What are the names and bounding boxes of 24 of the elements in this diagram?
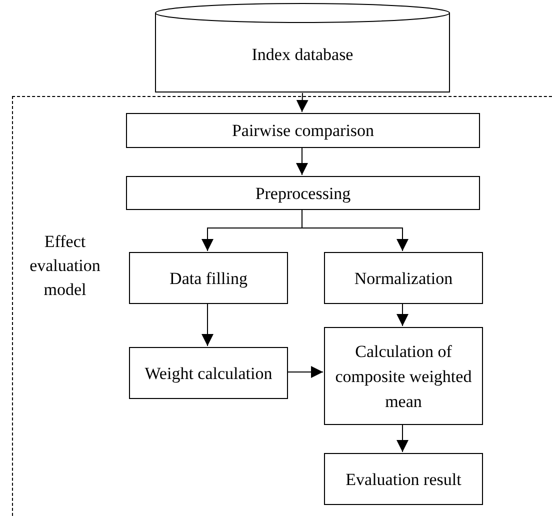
process-box <box>126 113 480 148</box>
region-label: Effect evaluation model <box>28 231 102 301</box>
box-label: Preprocessing <box>255 182 351 205</box>
process-box <box>324 252 483 304</box>
process-box <box>129 252 288 304</box>
arrow <box>286 366 324 378</box>
box-label: Weight calculation <box>144 362 272 385</box>
arrow <box>296 92 308 112</box>
box-label: Normalization <box>354 268 453 290</box>
process-box <box>129 347 288 399</box>
process-box <box>324 327 483 425</box>
arrow <box>396 424 408 452</box>
arrow <box>396 302 408 326</box>
process-box <box>324 453 483 505</box>
arrow <box>202 302 214 346</box>
box-label: Data filling <box>170 268 248 290</box>
box-label: Evaluation result <box>346 468 462 490</box>
box-label: Index database <box>252 44 354 66</box>
process-box <box>126 176 480 210</box>
arrow <box>302 208 408 252</box>
dashed-region <box>12 96 552 516</box>
box-label: Calculation of composite weighted mean <box>334 340 473 412</box>
arrow <box>296 146 308 176</box>
box-label: Pairwise comparison <box>232 120 374 142</box>
